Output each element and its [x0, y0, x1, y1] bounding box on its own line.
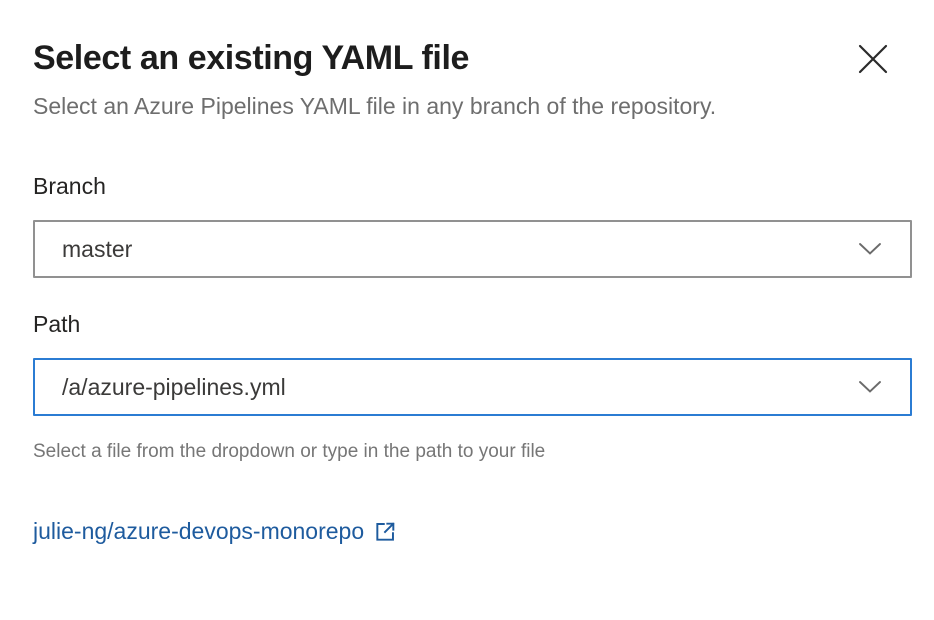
- branch-label: Branch: [33, 173, 106, 199]
- close-button[interactable]: [856, 42, 890, 76]
- repo-link[interactable]: julie-ng/azure-devops-monorepo: [33, 516, 397, 546]
- chevron-down-icon: [858, 242, 882, 256]
- chevron-down-icon: [858, 380, 882, 394]
- external-link-icon: [374, 520, 397, 543]
- path-value: /a/azure-pipelines.yml: [62, 373, 286, 400]
- dialog-subtitle: Select an Azure Pipelines YAML file in a…: [33, 93, 717, 119]
- close-icon: [857, 43, 889, 75]
- dialog-title: Select an existing YAML file: [33, 39, 470, 77]
- repo-link-label: julie-ng/azure-devops-monorepo: [33, 518, 365, 544]
- branch-value: master: [62, 235, 133, 262]
- path-dropdown[interactable]: /a/azure-pipelines.yml: [33, 358, 912, 416]
- path-label: Path: [33, 311, 81, 337]
- path-helper-text: Select a file from the dropdown or type …: [33, 441, 546, 462]
- branch-dropdown[interactable]: master: [33, 220, 912, 278]
